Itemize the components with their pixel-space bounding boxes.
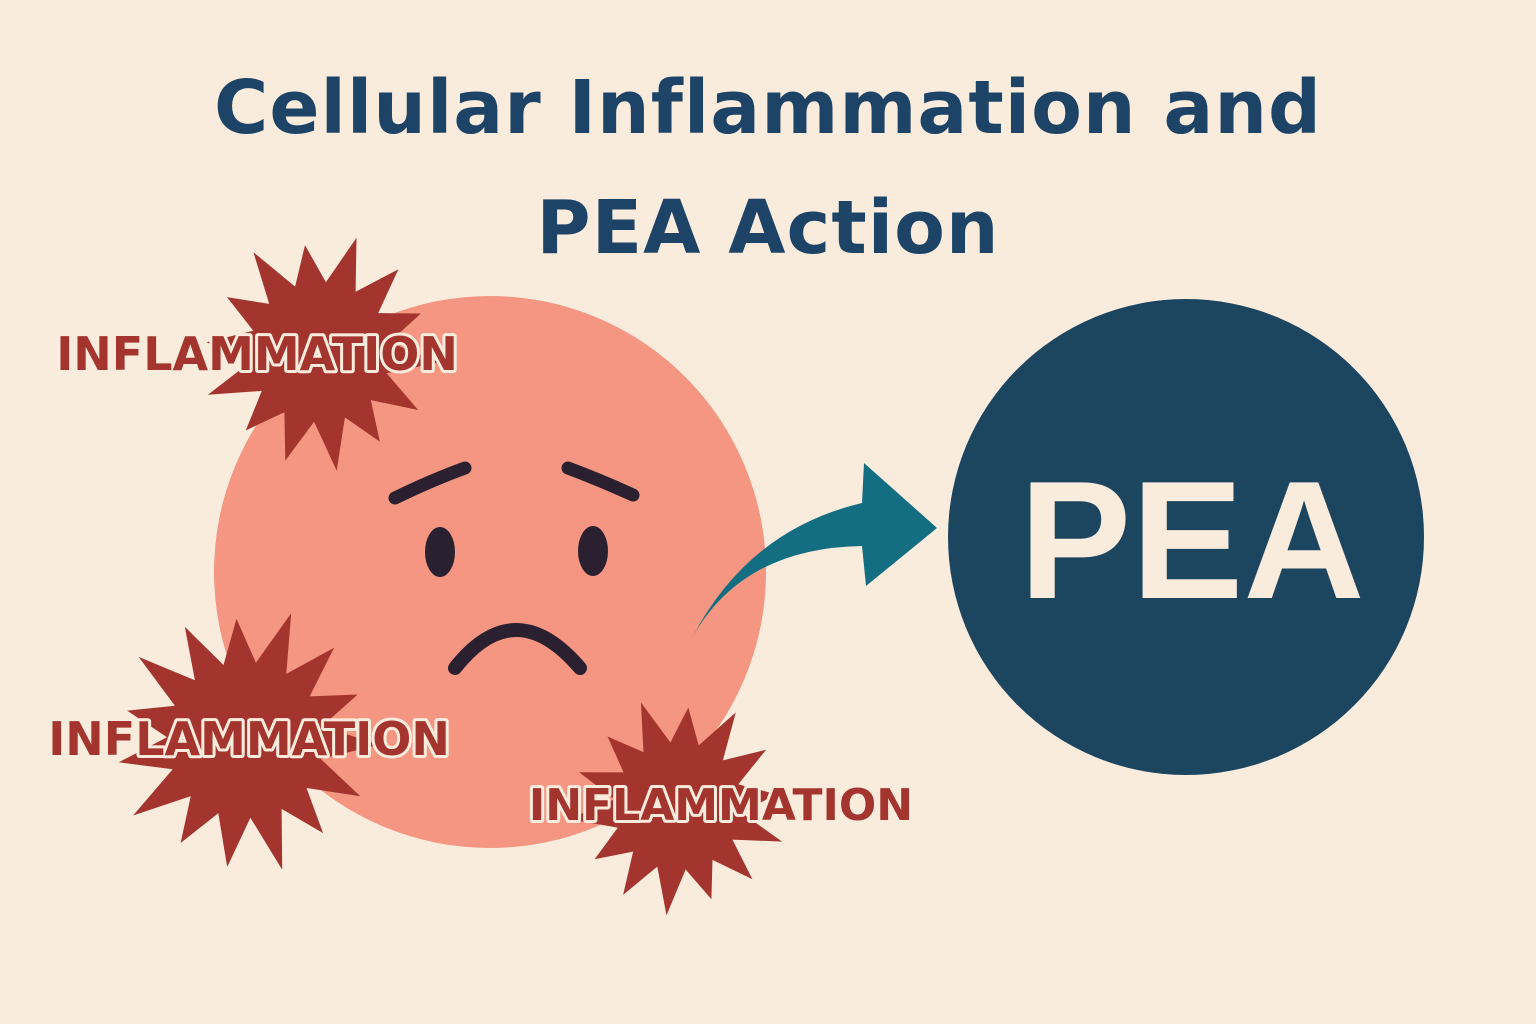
cell-body [214,296,766,848]
curved-arrow-icon [692,463,937,638]
inflammation-burst-1: INFLAMMATION [53,237,461,471]
inflammation-label-2: INFLAMMATION [48,712,450,766]
starburst-icon [206,237,440,471]
title-line-1: Cellular Inflammation and [214,65,1322,151]
inflammation-label-3: INFLAMMATION [529,780,913,831]
sad-cell [214,296,766,848]
inflammation-bursts: INFLAMMATION INFLAMMATION INFLAMMATION [45,237,916,916]
starburst-icon [568,702,783,916]
starburst-icon [118,613,380,870]
right-eyebrow-icon [561,461,640,502]
inflammation-burst-3: INFLAMMATION [526,702,916,916]
left-eye-icon [425,527,455,577]
pea-label: PEA [1019,446,1364,634]
title-line-2: PEA Action [536,185,1000,271]
pea-molecule: PEA [948,299,1424,775]
inflammation-label-1: INFLAMMATION [56,327,458,381]
inflammation-burst-2: INFLAMMATION [45,613,453,870]
right-eye-icon [578,526,608,576]
left-eyebrow-icon [388,461,472,505]
page-title: Cellular Inflammation and PEA Action [0,48,1536,288]
frown-mouth-icon [448,623,587,675]
pea-circle [948,299,1424,775]
